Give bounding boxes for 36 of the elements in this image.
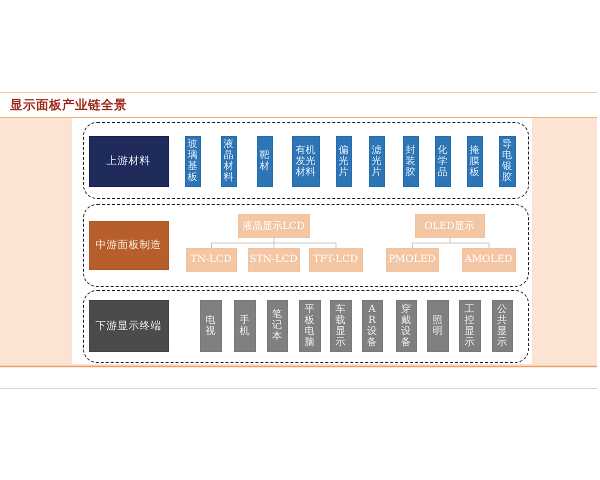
display-type-box: TN-LCD — [186, 248, 236, 272]
display-type-box: STN-LCD — [248, 248, 300, 272]
product-box: 手机 — [234, 300, 256, 352]
dashed-group-frame — [83, 204, 529, 287]
diagram-title: 显示面板产业链全景 — [10, 96, 127, 114]
product-box: 公共显示 — [492, 300, 512, 352]
material-box: 偏光片 — [336, 136, 352, 186]
connector-line — [274, 238, 336, 248]
product-box: 平板电脑 — [298, 300, 320, 352]
material-box: 玻璃基板 — [184, 136, 200, 186]
material-box: 靶材 — [256, 136, 272, 186]
material-box: 液晶材料 — [220, 136, 236, 186]
stage-heading-box: 上游材料 — [88, 136, 168, 186]
display-type-box: PMOLED — [386, 248, 438, 272]
product-box: 车载显示 — [330, 300, 352, 352]
material-box: 导电银胶 — [498, 136, 516, 186]
material-box: 掩膜板 — [466, 136, 482, 186]
material-box: 化学品 — [434, 136, 450, 186]
product-box: 照明 — [426, 300, 448, 352]
material-box: 封装胶 — [402, 136, 418, 186]
product-box: AR设备 — [362, 300, 382, 352]
display-type-box: TFT-LCD — [308, 248, 362, 272]
product-box: 电视 — [200, 300, 222, 352]
stage-heading-box: 中游面板制造 — [88, 220, 168, 270]
material-box: 滤光片 — [368, 136, 384, 186]
material-box: 有机发光材料 — [292, 136, 320, 186]
product-box: 笔记本 — [266, 300, 288, 352]
product-box: 工控显示 — [458, 300, 480, 352]
display-type-box: 液晶显示LCD — [238, 214, 310, 238]
stage-heading-box: 下游显示终端 — [88, 300, 168, 352]
display-type-box: OLED显示 — [414, 214, 484, 238]
connector-line — [450, 238, 490, 248]
display-type-box: AMOLED — [462, 248, 516, 272]
product-box: 穿戴设备 — [396, 300, 416, 352]
dashed-group-frame — [83, 122, 529, 199]
dashed-group-frame — [83, 290, 529, 363]
